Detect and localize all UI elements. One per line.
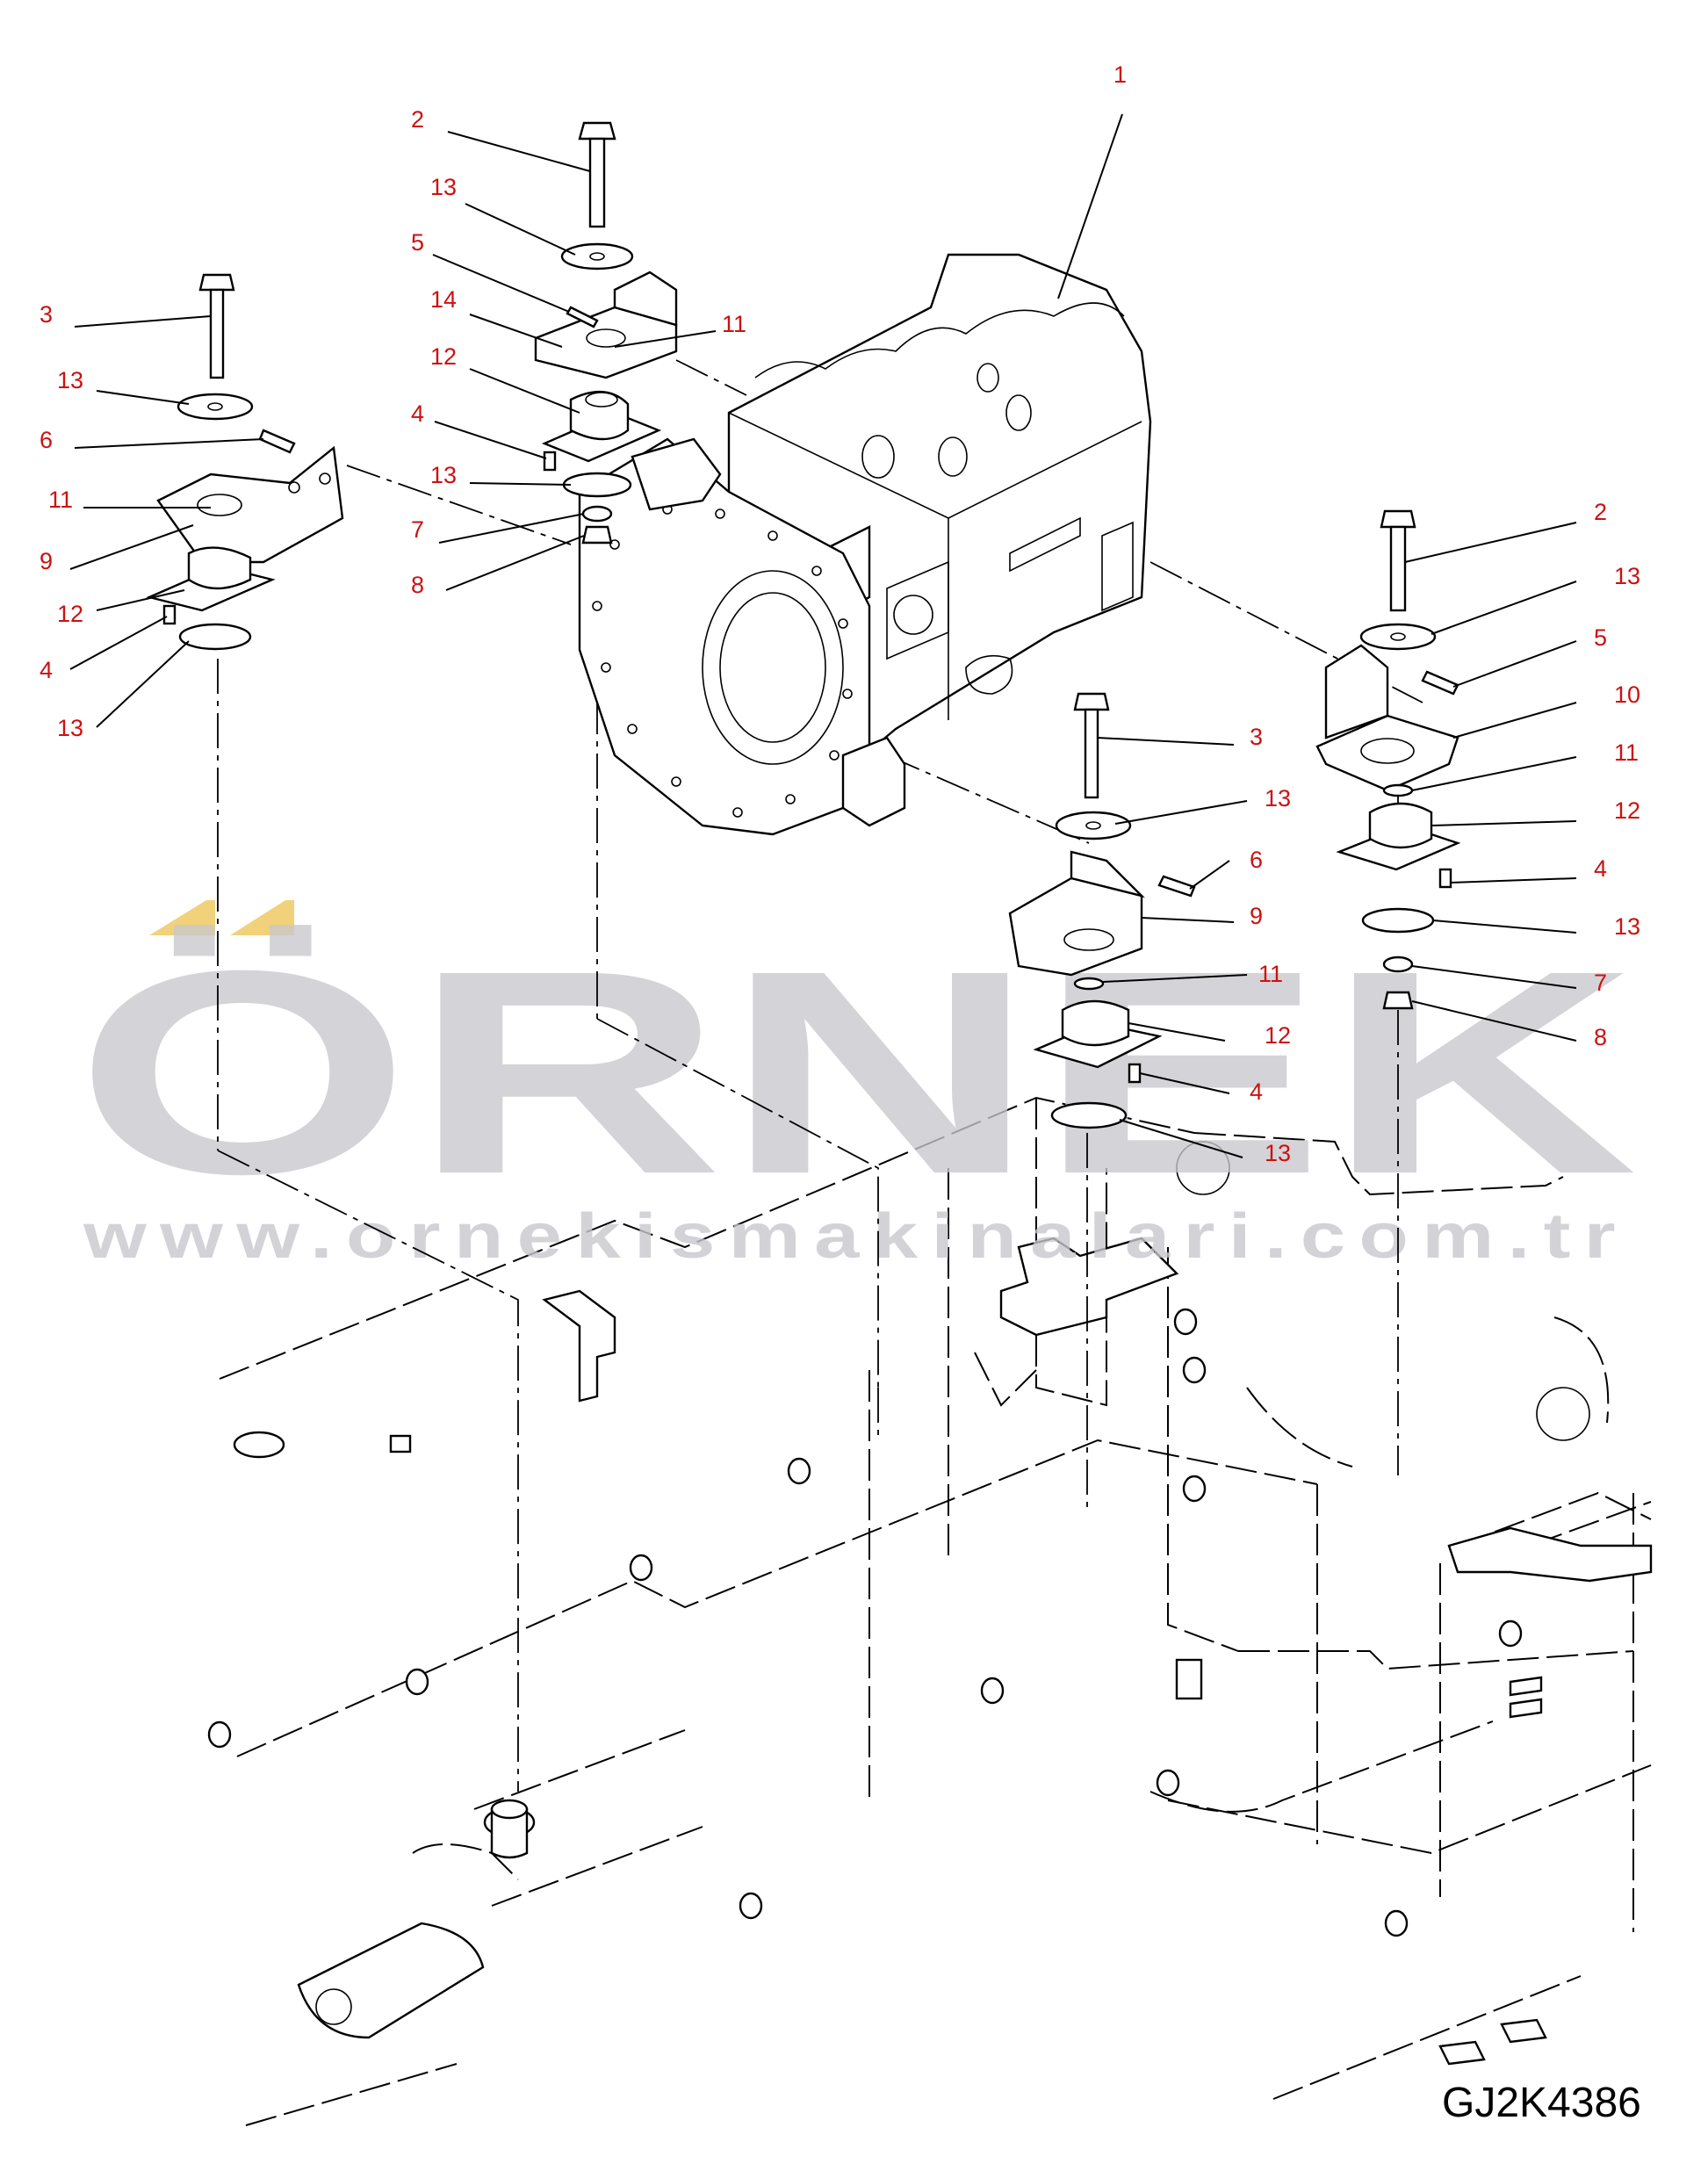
- callout-12: 12: [1614, 797, 1640, 824]
- callout-9: 9: [1250, 903, 1263, 929]
- part-5-bolt-right: [1421, 670, 1459, 696]
- callout-11: 11: [1258, 961, 1283, 987]
- part-7-washer-right: [1382, 956, 1414, 973]
- part-14-bracket-top: [534, 270, 678, 379]
- callout-13: 13: [1265, 785, 1291, 811]
- callout-12: 12: [1265, 1022, 1291, 1049]
- part-13-washer-left: [177, 393, 254, 421]
- watermark-accent-right: [230, 900, 294, 935]
- watermark-url: www.ornekismakinalari.com.tr: [83, 1201, 1629, 1272]
- assembly-centerlines: [217, 359, 1423, 1792]
- part-13-washer-top: [560, 242, 634, 270]
- right-mount-stack: [1315, 509, 1461, 1010]
- callout-12: 12: [430, 343, 457, 370]
- part-9-bracket-left: [156, 445, 344, 564]
- callout-11: 11: [722, 311, 746, 337]
- callout-13: 13: [1614, 563, 1640, 589]
- callout-10: 10: [1614, 682, 1640, 708]
- part-13-washer-center-lower: [1050, 1101, 1128, 1129]
- callout-4: 4: [1250, 1078, 1263, 1105]
- part-8-nut-top: [581, 525, 613, 545]
- chassis-frame: [207, 1096, 1653, 2126]
- part-11-washer-right: [1382, 783, 1414, 797]
- callout-4: 4: [411, 400, 424, 427]
- left-mount-stack: [146, 273, 344, 651]
- part-13-washer-top-lower: [562, 472, 632, 498]
- part-3-bolt-center: [1073, 692, 1110, 799]
- part-6-bolt-center: [1157, 875, 1196, 898]
- callout-13: 13: [430, 462, 457, 488]
- callout-7: 7: [1594, 970, 1607, 996]
- watermark-accent-left: [149, 900, 215, 935]
- callout-8: 8: [1594, 1024, 1607, 1050]
- document-code: GJ2K4386: [1442, 2080, 1641, 2126]
- callout-6: 6: [1250, 847, 1263, 873]
- part-13-washer-right: [1359, 623, 1437, 651]
- callouts-top-mount: 2 13 5 14 11 12 4 13 7 8: [411, 106, 746, 598]
- top-center-mount-stack: [534, 121, 678, 545]
- part-12-rubber-mount-top: [541, 390, 662, 463]
- callouts-right-mount: 2 13 5 10 11 12 4 13 7 8: [1594, 499, 1640, 1050]
- callout-6: 6: [40, 427, 53, 453]
- center-mount-stack: [1008, 692, 1196, 1129]
- callouts-left-mount: 3 13 6 11 9 12 4 13: [40, 301, 83, 741]
- part-13-washer-right-lower: [1361, 907, 1435, 934]
- callout-13: 13: [57, 715, 83, 741]
- callout-3: 3: [40, 301, 53, 328]
- engine-block: [578, 253, 1152, 836]
- callout-5: 5: [411, 229, 424, 256]
- part-6-bolt-left: [258, 429, 296, 454]
- callout-4: 4: [40, 657, 53, 683]
- callout-9: 9: [40, 548, 53, 574]
- part-13-washer-center: [1055, 811, 1132, 840]
- callout-1: 1: [1113, 61, 1127, 88]
- part-11-washer-center: [1073, 977, 1105, 991]
- part-4-bolt-center: [1128, 1063, 1142, 1084]
- part-4-bolt-top: [543, 451, 557, 472]
- callout-3: 3: [1250, 724, 1263, 750]
- part-7-washer-top: [581, 505, 613, 523]
- callout-13: 13: [57, 367, 83, 393]
- callout-5: 5: [1594, 624, 1607, 651]
- part-4-bolt-left: [162, 604, 177, 625]
- part-8-nut-right: [1382, 991, 1414, 1010]
- watermark-brand: ÖRNEK: [75, 910, 1638, 1234]
- callout-11: 11: [48, 487, 73, 513]
- callout-13: 13: [430, 174, 457, 200]
- callout-4: 4: [1594, 855, 1607, 882]
- part-3-bolt-left: [198, 273, 235, 379]
- part-2-bolt-top: [578, 121, 616, 228]
- callout-2: 2: [411, 106, 424, 133]
- callout-13: 13: [1614, 913, 1640, 940]
- part-9-bracket-center: [1008, 850, 1145, 977]
- callout-2: 2: [1594, 499, 1607, 525]
- part-12-rubber-mount-right: [1336, 802, 1461, 871]
- bell-housing-bolt-holes: [592, 504, 853, 818]
- callout-13: 13: [1265, 1140, 1291, 1166]
- part-12-rubber-mount-center: [1033, 999, 1163, 1069]
- part-12-rubber-mount-left: [146, 546, 276, 612]
- callout-12: 12: [57, 601, 83, 627]
- callout-11: 11: [1614, 739, 1639, 766]
- part-13-washer-left-lower: [178, 623, 252, 651]
- watermark: ÖRNEK www.ornekismakinalari.com.tr: [75, 900, 1638, 1272]
- part-4-bolt-right: [1438, 868, 1452, 889]
- callout-8: 8: [411, 572, 424, 598]
- callout-14: 14: [430, 286, 457, 313]
- leader-lines: [69, 113, 1577, 1158]
- part-10-bracket-right: [1315, 644, 1459, 792]
- callouts-center-mount: 3 13 6 9 11 12 4 13: [1250, 724, 1291, 1166]
- callout-7: 7: [411, 516, 424, 543]
- callouts-engine: 1: [1113, 61, 1127, 88]
- part-2-bolt-right: [1380, 509, 1416, 612]
- frame-bushings: [207, 1308, 1547, 2066]
